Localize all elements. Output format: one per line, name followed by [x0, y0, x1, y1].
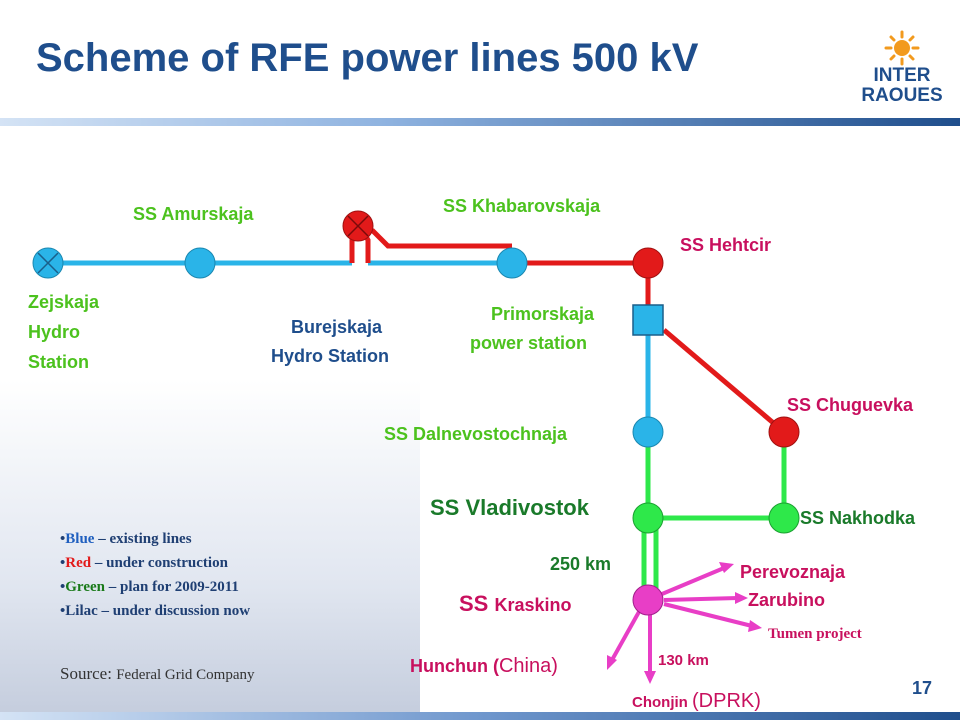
- label-primorskaja-2: power station: [470, 333, 587, 353]
- source-name: Federal Grid Company: [116, 667, 255, 683]
- station-zejskaja: [32, 247, 64, 279]
- label-chonjin-name: Chonjin: [632, 694, 692, 711]
- label-burejskaja-1: Burejskaja: [291, 317, 383, 337]
- label-kraskino-ss: SS: [459, 591, 494, 616]
- label-dalnevostochnaja: SS Dalnevostochnaja: [384, 424, 568, 444]
- existing-lines: [48, 260, 651, 432]
- arrow-perevoznaja: [719, 562, 734, 573]
- source-note: Source: Federal Grid Company: [60, 664, 255, 684]
- source-label: Source:: [60, 664, 117, 683]
- line-kraskino-perevoznaja: [661, 566, 725, 596]
- discussion-lines: [610, 566, 753, 674]
- legend-text-blue: – existing lines: [94, 531, 192, 547]
- legend-key-lilac: Lilac: [65, 603, 98, 619]
- station-primorskaja: [632, 304, 664, 336]
- label-vladivostok: SS Vladivostok: [430, 495, 590, 520]
- label-hunchun-name: Hunchun (: [410, 656, 499, 676]
- legend-key-red: Red: [65, 555, 92, 571]
- label-zejskaja-2: Hydro: [28, 322, 80, 342]
- legend-item-blue: Blue – existing lines: [60, 527, 250, 551]
- label-primorskaja-1: Primorskaja: [491, 304, 595, 324]
- arrow-hunchun: [607, 655, 617, 670]
- station-amurskaja: [184, 247, 216, 279]
- legend-key-green: Green: [65, 579, 105, 595]
- station-kraskino: [632, 584, 664, 616]
- label-zarubino: Zarubino: [748, 590, 825, 610]
- arrow-chonjin: [644, 671, 656, 684]
- title-divider: [0, 118, 960, 126]
- sun-icon: [884, 30, 920, 66]
- station-khabarovskaja: [496, 247, 528, 279]
- label-hehtcir: SS Hehtcir: [680, 235, 771, 255]
- line-kraskino-zarubino: [663, 596, 739, 602]
- line-kraskino-tumen: [663, 602, 753, 628]
- arrowheads: [607, 562, 762, 684]
- label-kraskino: SS Kraskino: [459, 591, 572, 616]
- legend-text-green: – plan for 2009-2011: [104, 579, 239, 595]
- label-nakhodka: SS Nakhodka: [800, 508, 916, 528]
- legend-text-lilac: – under discussion now: [97, 603, 251, 619]
- station-hehtcir: [632, 247, 664, 279]
- label-hunchun: Hunchun (China): [410, 655, 558, 677]
- label-burejskaja-2: Hydro Station: [271, 346, 389, 366]
- station-chuguevka: [768, 416, 800, 448]
- label-distance-250: 250 km: [550, 554, 611, 574]
- line-kraskino-hunchun: [610, 609, 642, 661]
- construction-lines: [349, 224, 786, 434]
- arrow-zarubino: [735, 592, 748, 604]
- line-primorskaja-chuguevka: [662, 328, 786, 434]
- label-tumen: Tumen project: [768, 626, 862, 642]
- label-chuguevka: SS Chuguevka: [787, 395, 914, 415]
- page-number: 17: [912, 678, 933, 698]
- logo-line-2: RAOUES: [861, 85, 943, 106]
- inter-raoues-logo: INTER RAOUES: [852, 30, 952, 110]
- arrow-tumen: [748, 620, 762, 632]
- logo-text: INTER RAOUES: [852, 66, 952, 106]
- label-khabarovskaja: SS Khabarovskaja: [443, 196, 601, 216]
- legend: Blue – existing lines Red – under constr…: [60, 527, 250, 623]
- footer-divider: [0, 712, 960, 720]
- station-vladivostok: [632, 502, 664, 534]
- label-chonjin-country: (DPRK): [692, 690, 761, 712]
- label-zejskaja-3: Station: [28, 352, 89, 372]
- station-burejskaja: [342, 210, 374, 242]
- line-bureja-tap-branch: [370, 228, 512, 249]
- page-title: Scheme of RFE power lines 500 kV: [36, 36, 699, 80]
- logo-line-1: INTER: [873, 65, 931, 86]
- station-dalnevostochnaja: [632, 416, 664, 448]
- legend-item-red: Red – under construction: [60, 551, 250, 575]
- label-kraskino-name: Kraskino: [494, 595, 571, 615]
- label-distance-130: 130 km: [658, 652, 709, 669]
- label-amurskaja: SS Amurskaja: [133, 204, 254, 224]
- legend-item-lilac: Lilac – under discussion now: [60, 599, 250, 623]
- label-perevoznaja: Perevoznaja: [740, 562, 846, 582]
- label-zejskaja-1: Zejskaja: [28, 292, 100, 312]
- legend-item-green: Green – plan for 2009-2011: [60, 575, 250, 599]
- legend-text-red: – under construction: [91, 555, 228, 571]
- label-hunchun-country: China): [499, 655, 558, 677]
- label-chonjin: Chonjin (DPRK): [632, 690, 761, 712]
- station-nakhodka: [768, 502, 800, 534]
- legend-key-blue: Blue: [65, 531, 95, 547]
